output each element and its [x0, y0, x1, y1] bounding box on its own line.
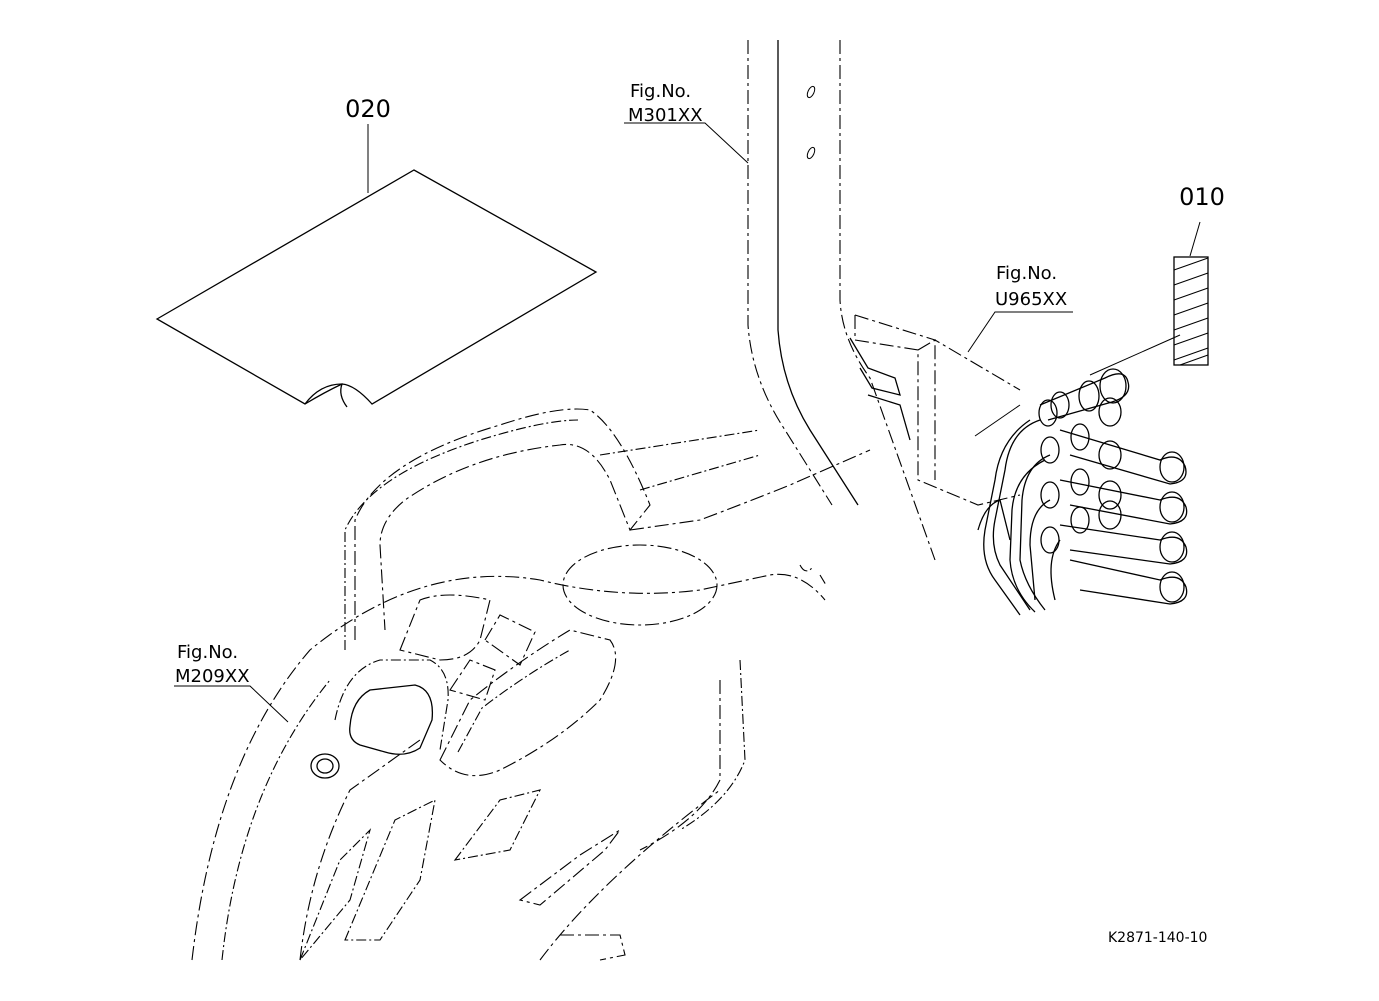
part-number-020: 020 [345, 95, 391, 123]
fig-m301-title: Fig.No. [630, 81, 691, 102]
coupler-row-4 [1040, 480, 1188, 565]
sheet-part-020 [155, 169, 598, 408]
drawing-number: K2871-140-10 [1108, 930, 1207, 946]
leader-line-u965 [967, 311, 1073, 353]
valve-bracket [849, 314, 1021, 506]
operator-console [191, 408, 871, 961]
hydraulic-couplers [977, 368, 1188, 616]
fig-m209-title: Fig.No. [177, 642, 238, 663]
fig-u965-title: Fig.No. [996, 263, 1057, 284]
coupler-row-1 [1038, 368, 1130, 427]
leader-line-010-lower [1089, 334, 1181, 376]
coupler-row-2 [1040, 397, 1187, 485]
leader-line-m209 [174, 685, 289, 723]
coupler-row-3 [1040, 440, 1188, 525]
cabin-pillar [747, 40, 936, 561]
label-part-010 [1173, 256, 1209, 366]
hydraulic-pipes [977, 419, 1061, 616]
part-number-010: 010 [1179, 183, 1225, 211]
fig-u965-code: U965XX [995, 289, 1067, 310]
coupler-row-5 [1069, 500, 1188, 605]
fig-m209-code: M209XX [175, 666, 250, 687]
leader-line-010 [1189, 221, 1201, 257]
fig-m301-code: M301XX [628, 105, 703, 126]
leader-line-m301 [624, 122, 749, 164]
